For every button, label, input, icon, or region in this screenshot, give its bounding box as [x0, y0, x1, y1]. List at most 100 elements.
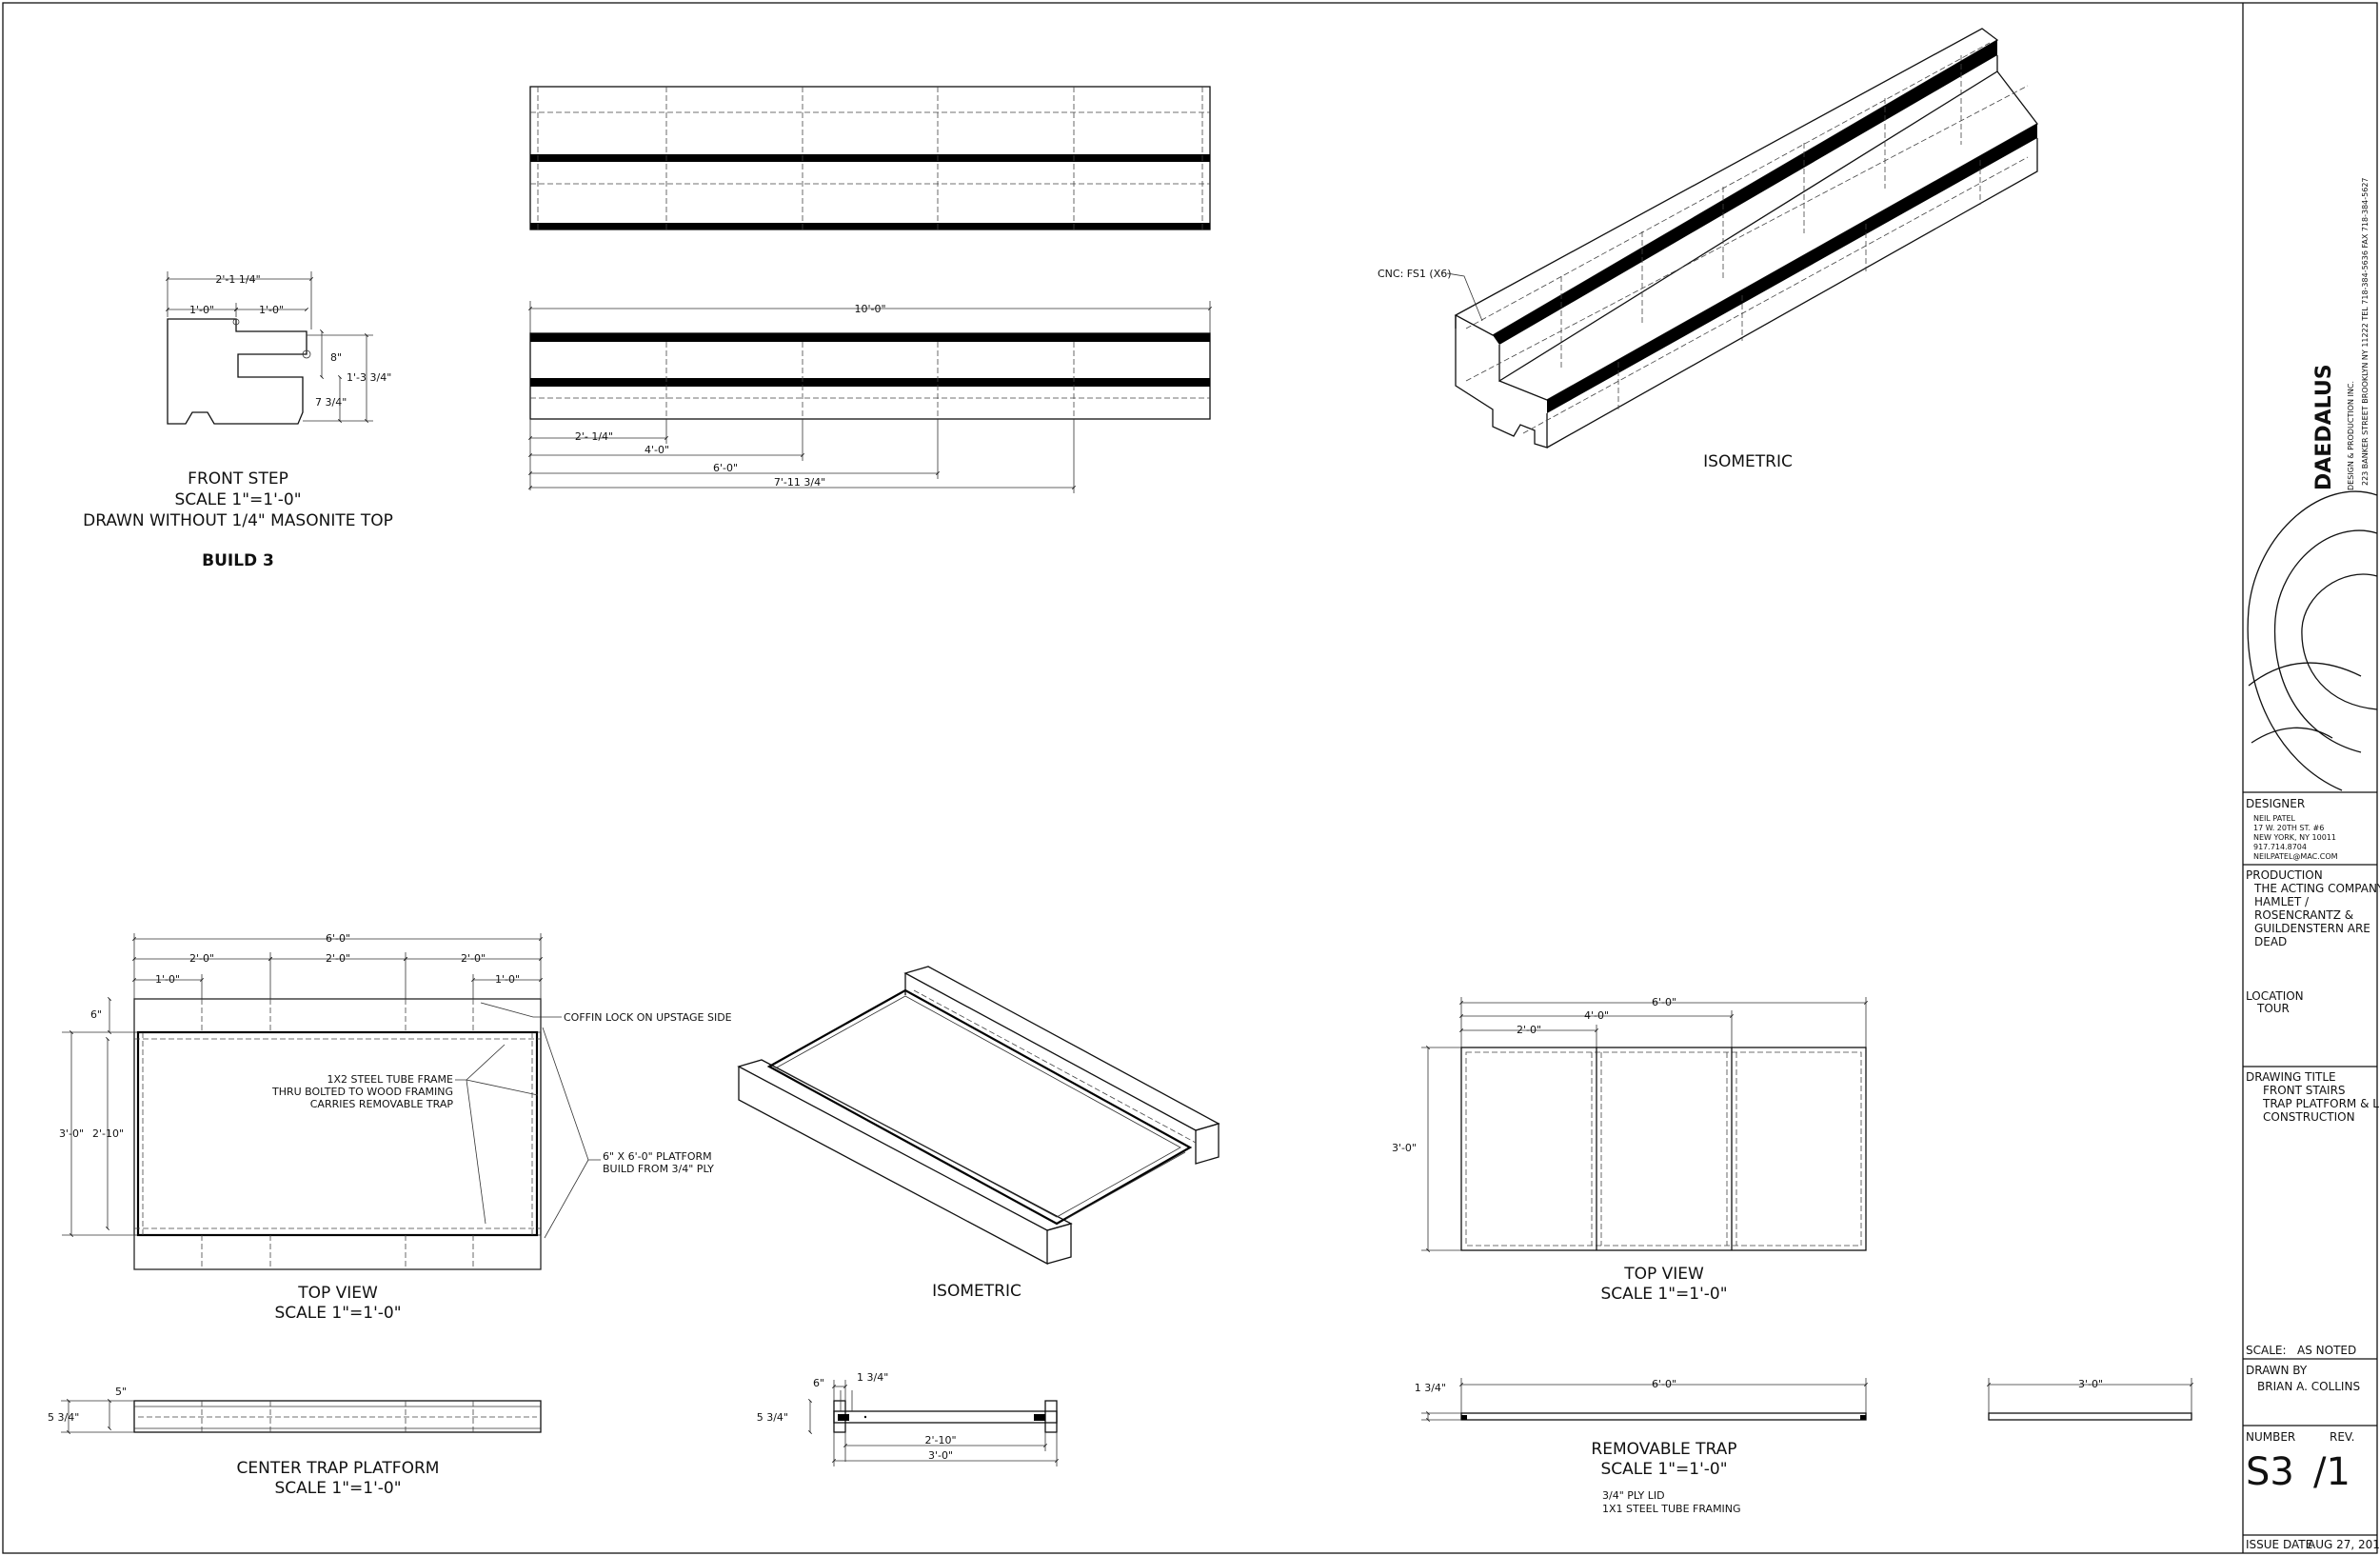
- front-step-note: DRAWN WITHOUT 1/4" MASONITE TOP: [83, 511, 393, 530]
- trap-section-dim-1-75: 1 3/4": [857, 1371, 888, 1384]
- designer-line-4: 917.714.8704: [2253, 843, 2307, 851]
- front-step-title: FRONT STEP: [188, 469, 288, 489]
- front-step-dim-lower: 1'-0": [189, 304, 214, 316]
- stair-plan-dim-4: 7'-11 3/4": [774, 476, 825, 489]
- stair-plan-dim-3: 6'-0": [713, 462, 738, 474]
- trap-dim-end2: 1'-0": [495, 973, 520, 986]
- production-line-2: HAMLET /: [2254, 895, 2310, 908]
- trap-iso-caption: ISOMETRIC: [932, 1282, 1021, 1301]
- front-step-build: BUILD 3: [202, 551, 274, 570]
- trap-dim-depth: 3'-0": [59, 1127, 84, 1140]
- center-trap-platform: 5" 5 3/4" CENTER TRAP PLATFORM SCALE 1"=…: [48, 1386, 542, 1498]
- stair-elevation: [529, 86, 1211, 230]
- drawing-title-line-1: FRONT STAIRS: [2263, 1084, 2346, 1097]
- company-sub: DESIGN & PRODUCTION INC.: [2347, 381, 2355, 490]
- designer-line-1: NEIL PATEL: [2253, 814, 2296, 823]
- stair-plan-dim-overall: 10'-0": [854, 303, 885, 315]
- removable-trap: 6'-0" 1 3/4" REMOVABLE TRAP SCALE 1"=1'-…: [1415, 1378, 2193, 1515]
- location-value: TOUR: [2256, 1002, 2290, 1015]
- drawn-by-label: DRAWN BY: [2246, 1364, 2308, 1377]
- center-trap-scale: SCALE 1"=1'-0": [274, 1479, 401, 1498]
- company-name: DAEDALUS: [2312, 364, 2336, 490]
- stair-plan-dim-1: 2'- 1/4": [575, 430, 613, 443]
- trap-note-platform-1: 6" X 6'-0" PLATFORM: [603, 1150, 712, 1163]
- designer-line-5: NEILPATEL@MAC.COM: [2253, 852, 2338, 861]
- trap-note-platform-2: BUILD FROM 3/4" PLY: [603, 1163, 714, 1175]
- stair-plan-dim-2: 4'-0": [645, 444, 669, 456]
- stair-plan: 10'-0" 2'- 1/4" 4'-0" 6'-0" 7'-11 3/4": [528, 301, 1212, 493]
- trap-note-frame-2: THRU BOLTED TO WOOD FRAMING: [271, 1086, 453, 1098]
- production-line-5: DEAD: [2254, 935, 2287, 948]
- front-step-section: 2'-1 1/4" 1'-0" 1'-0" 8" 1'-3 3/4" 7 3/4…: [83, 271, 393, 570]
- scale-label: SCALE:: [2246, 1344, 2287, 1357]
- trap-section-dim-inner: 2'-10": [924, 1434, 956, 1446]
- front-step-dim-height: 1'-3 3/4": [347, 371, 391, 384]
- drawing-title-line-3: CONSTRUCTION: [2263, 1110, 2355, 1124]
- lid-top-view: 6'-0" 4'-0" 2'-0" 3'-0" TOP VIEW SCALE 1…: [1392, 996, 1868, 1304]
- center-trap-dim-5: 5": [115, 1386, 127, 1398]
- trap-dim-overall: 6'-0": [326, 932, 350, 945]
- lid-dim-depth: 3'-0": [1392, 1142, 1417, 1154]
- trap-isometric: ISOMETRIC: [737, 966, 1220, 1301]
- trap-dim-seg2: 2'-0": [326, 952, 350, 965]
- trap-section-dim-overall: 3'-0": [928, 1449, 953, 1462]
- issue-date-value: AUG 27, 2013: [2308, 1538, 2380, 1551]
- drawing-title-label: DRAWING TITLE: [2246, 1070, 2336, 1084]
- production-line-1: THE ACTING COMPANY: [2253, 882, 2380, 895]
- front-step-dim-overall: 2'-1 1/4": [215, 273, 260, 286]
- location-label: LOCATION: [2246, 989, 2304, 1003]
- removable-trap-dim-thick: 1 3/4": [1415, 1382, 1446, 1394]
- trap-top-view: 6'-0" 2'-0" 2'-0" 2'-0" 1'-0" 1'-0": [59, 932, 732, 1323]
- trap-dim-inner: 2'-10": [92, 1127, 124, 1140]
- designer-line-2: 17 W. 20TH ST. #6: [2253, 824, 2324, 832]
- drawn-by-value: BRIAN A. COLLINS: [2257, 1380, 2360, 1393]
- rev-label: REV.: [2330, 1430, 2354, 1444]
- trap-note-coffin: COFFIN LOCK ON UPSTAGE SIDE: [564, 1011, 732, 1024]
- removable-trap-note-2: 1X1 STEEL TUBE FRAMING: [1602, 1503, 1741, 1515]
- lid-top-view-title: TOP VIEW: [1623, 1265, 1704, 1284]
- stair-iso-caption: ISOMETRIC: [1703, 452, 1793, 471]
- production-label: PRODUCTION: [2246, 868, 2323, 882]
- front-step-dim-riser: 8": [330, 351, 342, 364]
- trap-dim-rail: 6": [90, 1008, 102, 1021]
- trap-top-view-scale: SCALE 1"=1'-0": [274, 1304, 401, 1323]
- drawing-title-line-2: TRAP PLATFORM & LID: [2262, 1097, 2380, 1110]
- removable-trap-scale: SCALE 1"=1'-0": [1600, 1460, 1727, 1479]
- trap-dim-end1: 1'-0": [155, 973, 180, 986]
- company-address: 223 BANKER STREET BROOKLYN NY 11222 TEL …: [2361, 177, 2370, 486]
- trap-top-view-title: TOP VIEW: [297, 1284, 378, 1303]
- stair-iso-callout: CNC: FS1 (X6): [1378, 268, 1452, 280]
- removable-trap-note-1: 3/4" PLY LID: [1602, 1489, 1665, 1502]
- trap-section: 6" 1 3/4" 5 3/4" 2'-10" 3'-0": [757, 1371, 1059, 1466]
- front-step-scale: SCALE 1"=1'-0": [174, 490, 301, 509]
- designer-label: DESIGNER: [2246, 797, 2305, 810]
- sheet-rev: /1: [2313, 1450, 2350, 1494]
- trap-note-frame-3: CARRIES REMOVABLE TRAP: [310, 1098, 454, 1110]
- front-step-dim-upper: 1'-0": [259, 304, 284, 316]
- center-trap-title: CENTER TRAP PLATFORM: [237, 1459, 440, 1478]
- trap-dim-seg3: 2'-0": [461, 952, 486, 965]
- number-label: NUMBER: [2246, 1430, 2295, 1444]
- trap-section-dim-6: 6": [813, 1377, 824, 1389]
- production-line-4: GUILDENSTERN ARE: [2254, 922, 2370, 935]
- trap-section-dim-height: 5 3/4": [757, 1411, 788, 1424]
- scale-value: AS NOTED: [2297, 1344, 2356, 1357]
- production-line-3: ROSENCRANTZ &: [2254, 908, 2353, 922]
- issue-date-label: ISSUE DATE: [2246, 1538, 2312, 1551]
- removable-trap-dim-length: 6'-0": [1652, 1378, 1676, 1390]
- daedalus-logo: DAEDALUS DESIGN & PRODUCTION INC. 223 BA…: [2247, 177, 2378, 791]
- trap-dim-seg1: 2'-0": [189, 952, 214, 965]
- lid-dim-overall: 6'-0": [1652, 996, 1676, 1008]
- lid-dim-mid: 4'-0": [1584, 1009, 1609, 1022]
- sheet-number: S3: [2246, 1450, 2294, 1494]
- trap-note-frame-1: 1X2 STEEL TUBE FRAME: [327, 1073, 453, 1086]
- front-step-dim-lowriser: 7 3/4": [315, 396, 347, 409]
- stair-isometric: CNC: FS1 (X6) ISOMETRIC: [1378, 28, 2038, 471]
- title-block: DAEDALUS DESIGN & PRODUCTION INC. 223 BA…: [2242, 3, 2380, 1553]
- removable-trap-title: REMOVABLE TRAP: [1591, 1440, 1736, 1459]
- lid-dim-first: 2'-0": [1517, 1024, 1541, 1036]
- designer-line-3: NEW YORK, NY 10011: [2253, 833, 2336, 842]
- center-trap-dim-height: 5 3/4": [48, 1411, 79, 1424]
